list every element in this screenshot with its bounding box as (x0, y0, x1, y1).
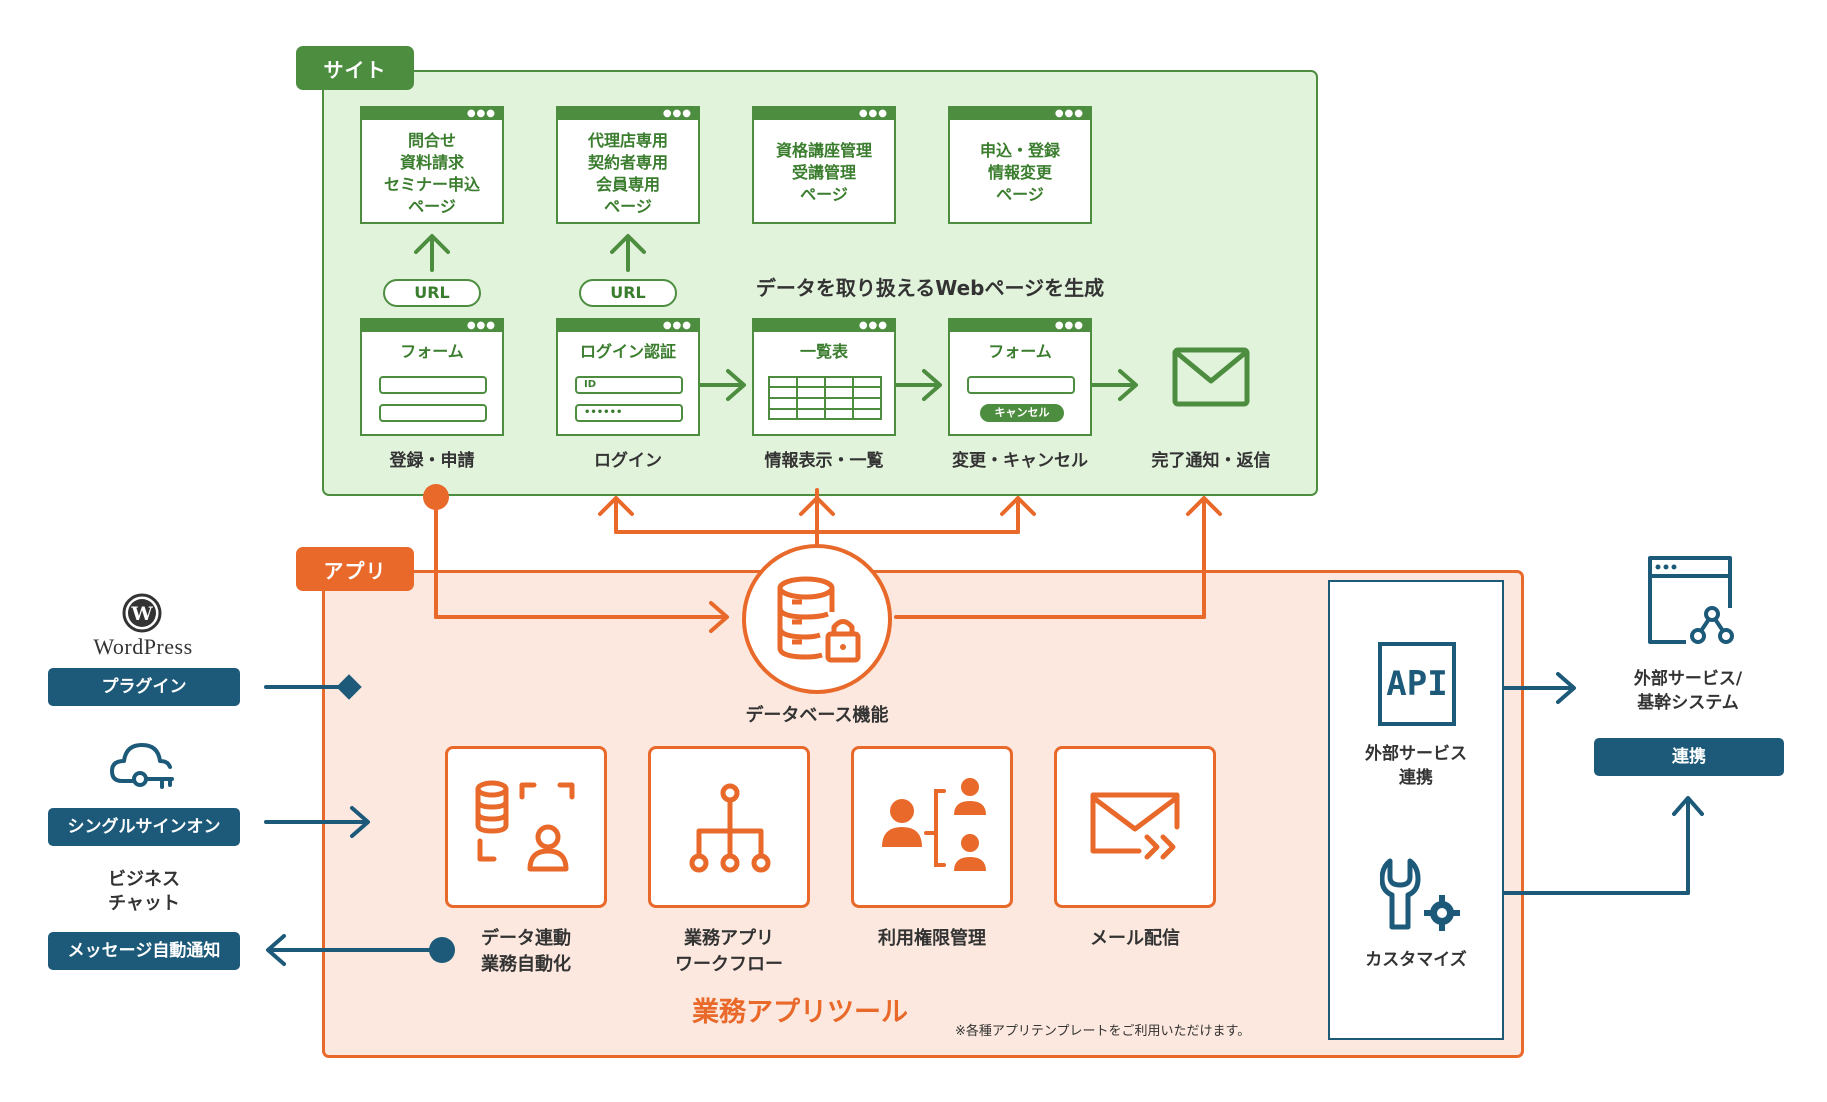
link-badge: 連携 (1594, 738, 1784, 776)
url-pill: URL (579, 279, 677, 307)
login-password-field: •••••• (575, 404, 683, 422)
tool-card-permission (851, 746, 1013, 908)
external-label: 外部サービス/ 基幹システム (1633, 669, 1743, 713)
template-note: ※各種アプリテンプレートをご利用いただけます。 (955, 1024, 1251, 1039)
tool-label: メール配信 (1090, 928, 1180, 949)
permission-icon (882, 778, 986, 871)
site-tag: サイト (296, 46, 414, 90)
form-register: ●●● フォーム (360, 318, 504, 436)
form-field (379, 376, 487, 394)
form-caption: 情報表示・一覧 (764, 451, 884, 471)
form-field (967, 376, 1075, 394)
site-center-text: データを取り扱えるWebページを生成 (755, 276, 1105, 300)
page-inquiry: ●●● 問合せ 資料請求 セミナー申込 ページ (360, 106, 504, 224)
form-caption: 変更・キャンセル (952, 451, 1088, 471)
tools-title: 業務アプリツール (692, 997, 908, 1028)
tool-card-data-link (445, 746, 607, 908)
page-label: 申込・登録 情報変更 ページ (979, 141, 1060, 204)
plugin-badge: プラグイン (48, 668, 240, 706)
mail-icon (1172, 347, 1250, 407)
form-field (379, 404, 487, 422)
extension-panel (1328, 580, 1504, 1040)
tool-card-workflow (648, 746, 810, 908)
database-label: データベース機能 (745, 705, 889, 726)
page-course: ●●● 資格講座管理 受講管理 ページ (752, 106, 896, 224)
form-caption: ログイン (594, 451, 662, 471)
page-application: ●●● 申込・登録 情報変更 ページ (948, 106, 1092, 224)
svg-text:W: W (130, 603, 153, 625)
cancel-button: キャンセル (980, 404, 1064, 422)
url-pill: URL (383, 279, 481, 307)
app-tag: アプリ (296, 547, 414, 591)
form-title: フォーム (400, 342, 464, 361)
database-lock-icon (777, 576, 861, 663)
page-label: 資格講座管理 受講管理 ページ (775, 141, 872, 204)
tool-label: 利用権限管理 (878, 928, 986, 949)
form-login: ●●● ログイン認証 ID •••••• (556, 318, 700, 436)
tool-label: データ連動 業務自動化 (481, 928, 571, 975)
customize-label: カスタマイズ (1365, 950, 1467, 970)
form-change: ●●● フォーム キャンセル (948, 318, 1092, 436)
cloud-key-icon (110, 743, 174, 789)
notify-badge: メッセージ自動通知 (48, 932, 240, 970)
table-icon (768, 376, 882, 420)
plugin-connector-diamond (336, 674, 362, 700)
wordpress-logo-icon: W (122, 593, 162, 633)
mail-send-icon (1090, 792, 1180, 860)
form-list: ●●● 一覧表 (752, 318, 896, 436)
page-label: 代理店専用 契約者専用 会員専用 ページ (587, 131, 668, 216)
wrench-gear-icon (1380, 858, 1460, 931)
page-label: 問合せ 資料請求 セミナー申込 ページ (383, 131, 480, 216)
data-link-icon (475, 780, 575, 872)
login-id-field: ID (575, 376, 683, 394)
chat-label: ビジネス チャット (108, 869, 180, 914)
tool-label: 業務アプリ ワークフロー (675, 928, 783, 975)
mail-caption: 完了通知・返信 (1151, 451, 1271, 471)
sso-badge: シングルサインオン (48, 808, 240, 846)
external-system-icon (1648, 556, 1734, 644)
notify-link-dot (429, 937, 455, 963)
form-title: ログイン認証 (579, 342, 676, 361)
database-circle (742, 544, 892, 694)
wordpress-logo-text: WordPress (93, 634, 193, 659)
form-title: 一覧表 (799, 342, 848, 361)
form-title: フォーム (988, 342, 1052, 361)
tool-card-mail (1054, 746, 1216, 908)
form-link-dot (423, 484, 449, 510)
workflow-icon (689, 783, 771, 873)
form-caption: 登録・申請 (389, 451, 475, 471)
api-label: 外部サービス 連携 (1365, 744, 1467, 788)
page-member: ●●● 代理店専用 契約者専用 会員専用 ページ (556, 106, 700, 224)
api-icon: API (1378, 642, 1456, 726)
